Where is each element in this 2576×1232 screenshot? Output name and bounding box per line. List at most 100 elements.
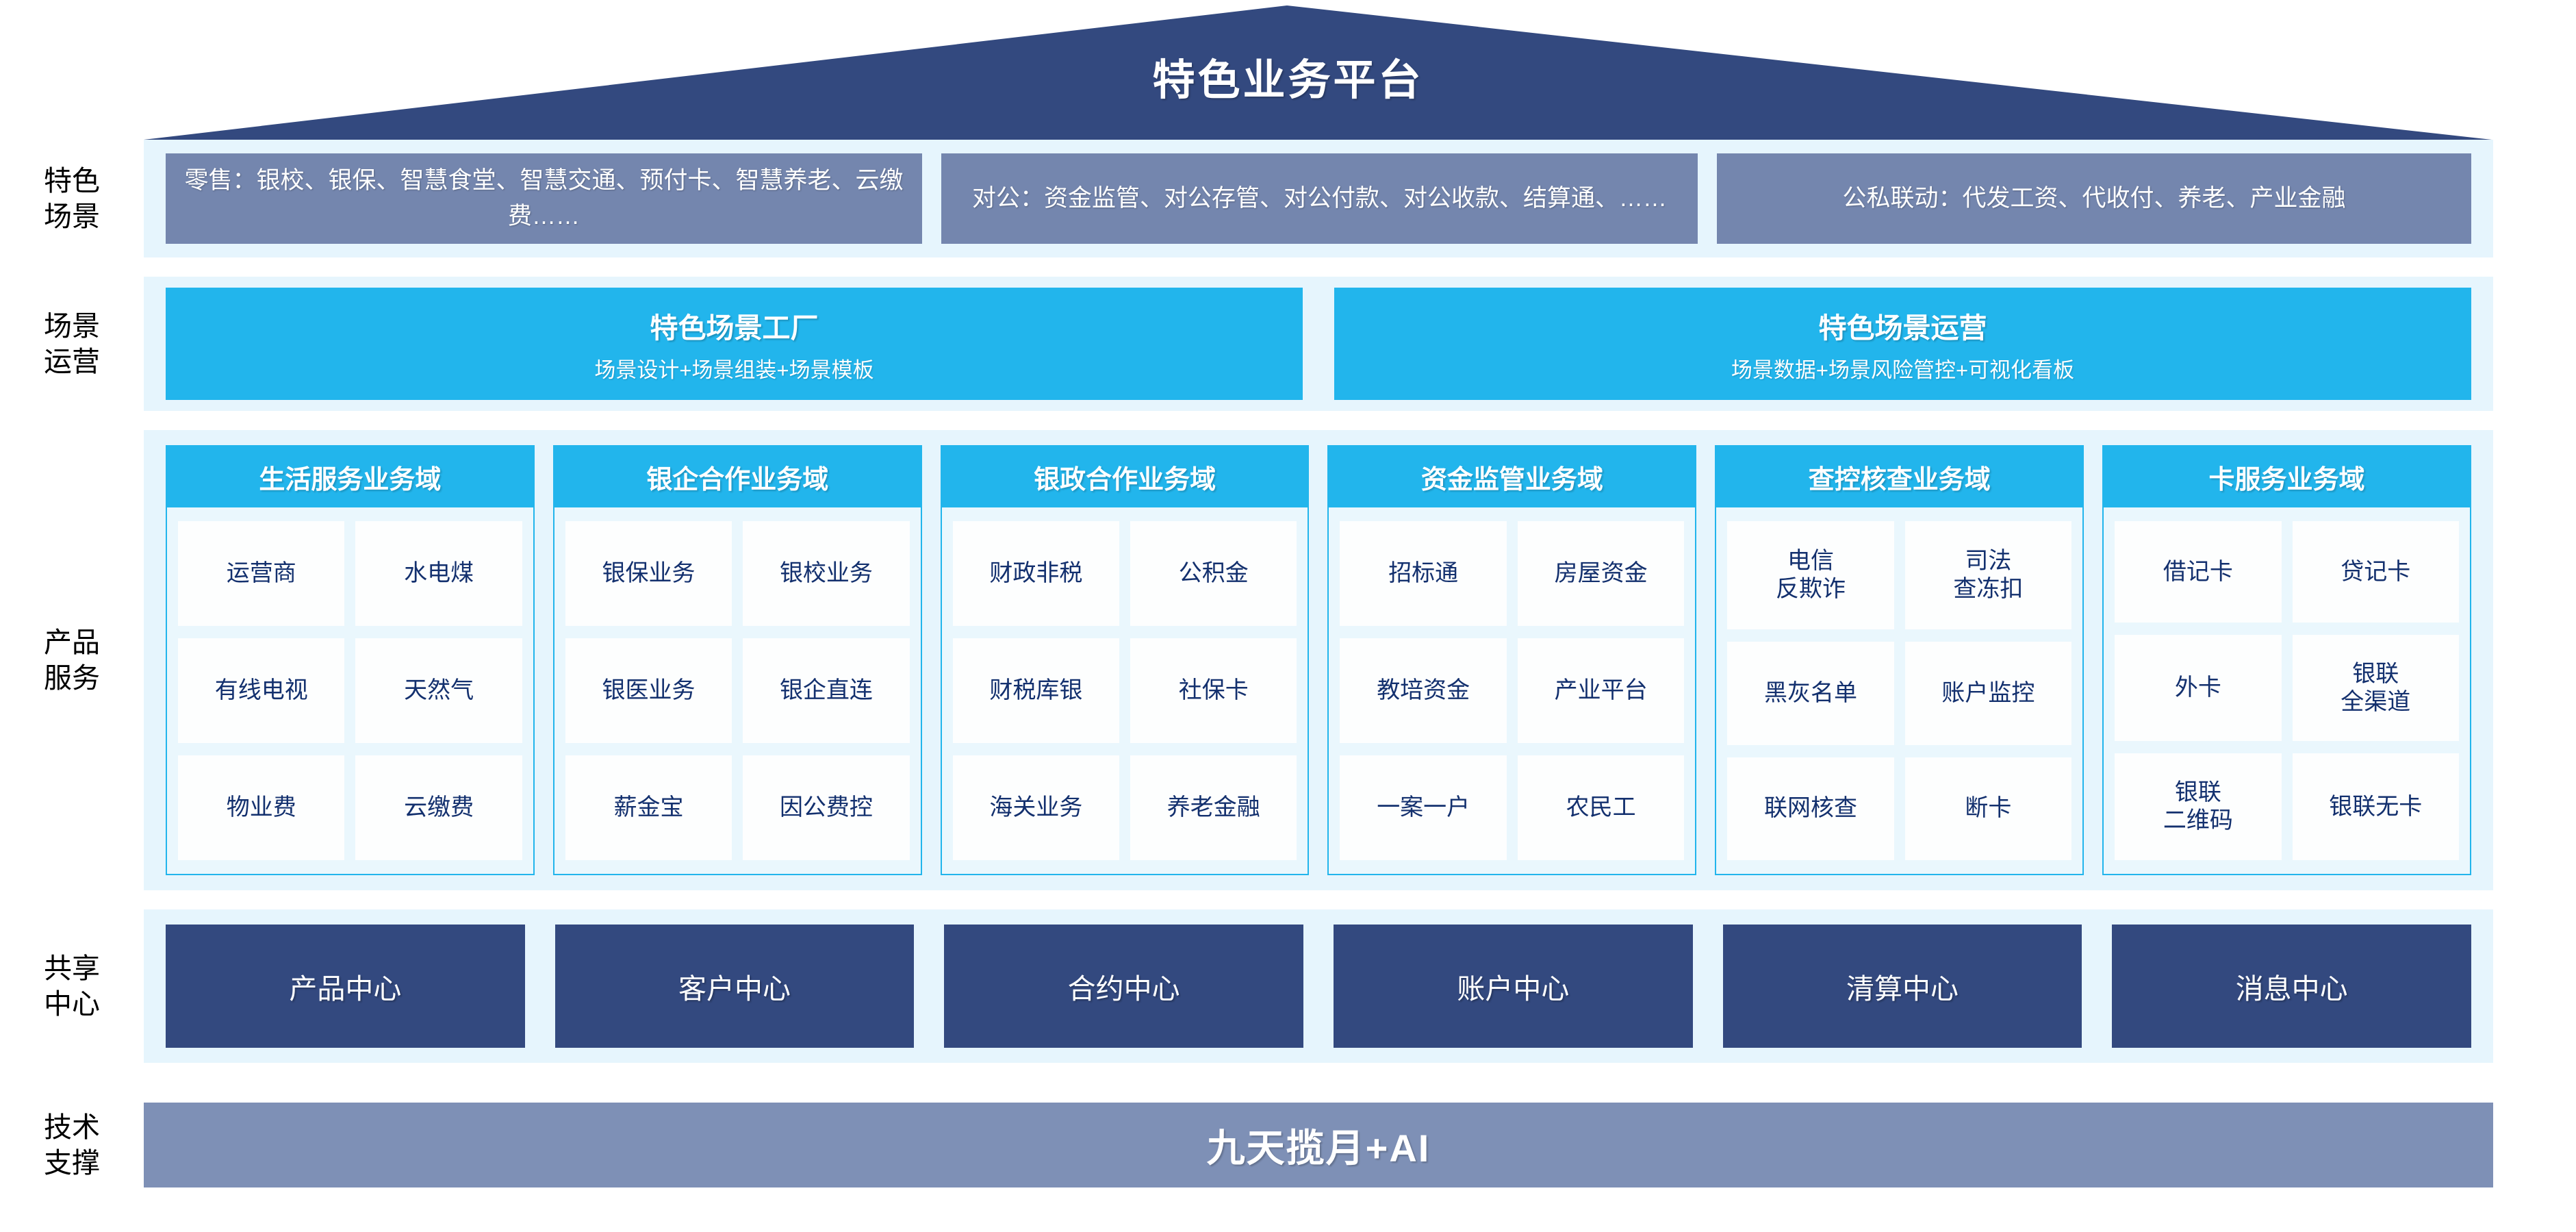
row-label-operations: 场景 运营	[0, 277, 144, 411]
domain-cell-label: 社保卡	[1178, 677, 1249, 704]
domain-cell-label: 一案一户	[1377, 794, 1470, 821]
domain-cell[interactable]: 教培资金	[1340, 638, 1507, 743]
domain-cell-label: 联网核查	[1764, 795, 1858, 822]
domain-cell[interactable]: 银校业务	[743, 521, 910, 626]
domain-cell-label: 招标通	[1388, 560, 1459, 587]
domain-cell[interactable]: 外卡	[2115, 634, 2282, 742]
shared-center-box[interactable]: 消息中心	[2112, 925, 2472, 1048]
domain-cell[interactable]: 社保卡	[1130, 638, 1297, 743]
domain-cell[interactable]: 借记卡	[2115, 521, 2282, 623]
domain-cell-label: 银保业务	[602, 560, 696, 587]
page-title: 特色业务平台	[1152, 57, 1424, 104]
domain-cell[interactable]: 公积金	[1130, 521, 1297, 626]
domain-cell-label: 水电煤	[404, 560, 474, 587]
domain-cell[interactable]: 银企直连	[743, 638, 910, 743]
row-label-scenes: 特色 场景	[0, 140, 144, 257]
domain-cell[interactable]: 水电煤	[355, 521, 522, 626]
domain-header[interactable]: 卡服务业务域	[2104, 447, 2470, 507]
domain-cell-label: 贷记卡	[2341, 558, 2411, 585]
domain-cell[interactable]: 物业费	[178, 755, 345, 860]
domain-cell[interactable]: 银联二维码	[2115, 753, 2282, 860]
scenes-panel: 零售：银校、银保、智慧食堂、智慧交通、预付卡、智慧养老、云缴费…… 对公：资金监…	[144, 140, 2493, 257]
row-label-operations-line2: 运营	[44, 346, 100, 377]
operations-subtitle-scene-operation: 场景数据+场景风险管控+可视化看板	[1731, 357, 2075, 382]
row-label-products: 产品 服务	[0, 430, 144, 890]
operations-box-scene-operation[interactable]: 特色场景运营 场景数据+场景风险管控+可视化看板	[1334, 288, 2471, 400]
scene-box-corporate[interactable]: 对公：资金监管、对公存管、对公付款、对公收款、结算通、……	[941, 153, 1698, 244]
domain-cell[interactable]: 养老金融	[1130, 755, 1297, 860]
domain-cell-label: 养老金融	[1166, 794, 1260, 821]
domain-cell[interactable]: 联网核查	[1727, 757, 1894, 860]
operations-subtitle-scene-factory: 场景设计+场景组装+场景模板	[594, 357, 874, 382]
domain-cell-label: 农民工	[1566, 794, 1636, 821]
platform-title-banner: 特色业务平台	[0, 0, 2576, 140]
domain-header[interactable]: 查控核查业务域	[1716, 447, 2083, 507]
domain-cell[interactable]: 银保业务	[565, 521, 732, 626]
row-label-operations-line1: 场景	[44, 310, 100, 342]
domain-cell[interactable]: 产业平台	[1517, 638, 1685, 743]
domain-cell[interactable]: 招标通	[1340, 521, 1507, 626]
operations-panel: 特色场景工厂 场景设计+场景组装+场景模板 特色场景运营 场景数据+场景风险管控…	[144, 277, 2493, 411]
domain-cell[interactable]: 贷记卡	[2292, 521, 2459, 623]
domain-cell[interactable]: 农民工	[1517, 755, 1685, 860]
domain-header[interactable]: 银企合作业务域	[554, 447, 921, 507]
domain-header[interactable]: 银政合作业务域	[941, 447, 1308, 507]
domain-cell-label: 海关业务	[989, 794, 1083, 821]
domain-cell[interactable]: 银联无卡	[2292, 753, 2459, 860]
shared-center-box[interactable]: 产品中心	[166, 925, 525, 1048]
domain-cell-label: 运营商	[226, 560, 296, 587]
domain-cell-label: 物业费	[226, 794, 296, 821]
shared-center-box[interactable]: 客户中心	[554, 925, 915, 1048]
domain-cell[interactable]: 司法查冻扣	[1904, 521, 2072, 630]
domain-cell[interactable]: 海关业务	[952, 755, 1120, 860]
scene-box-retail[interactable]: 零售：银校、银保、智慧食堂、智慧交通、预付卡、智慧养老、云缴费……	[166, 153, 922, 244]
tech-support-bar[interactable]: 九天揽月+AI	[144, 1103, 2493, 1187]
domain-cell[interactable]: 云缴费	[355, 755, 522, 860]
domain-cell-label: 房屋资金	[1554, 560, 1648, 587]
domain-cell-label: 薪金宝	[613, 794, 684, 821]
shared-center-box[interactable]: 合约中心	[944, 925, 1304, 1048]
row-label-tech-line2: 支撑	[44, 1147, 100, 1179]
row-label-centers: 共享 中心	[0, 909, 144, 1063]
domain-cell[interactable]: 银联全渠道	[2292, 634, 2459, 742]
domain-column: 资金监管业务域招标通 房屋资金教培资金 产业平台一案一户 农民工	[1327, 445, 1697, 875]
domain-cell-label: 产业平台	[1554, 677, 1648, 704]
domain-cell[interactable]: 天然气	[355, 638, 522, 743]
domain-cell-label: 银医业务	[602, 677, 696, 704]
domain-cell-grid: 运营商 水电煤有线电视 天然气物业费 云缴费	[167, 507, 533, 874]
domain-cell[interactable]: 断卡	[1904, 757, 2072, 860]
domain-cell-label: 账户监控	[1941, 679, 2035, 706]
domain-header[interactable]: 资金监管业务域	[1329, 447, 1696, 507]
domain-cell-label: 天然气	[404, 677, 474, 704]
domain-cell[interactable]: 财税库银	[952, 638, 1120, 743]
domain-cell-grid: 电信反欺诈 司法查冻扣黑灰名单 账户监控联网核查 断卡	[1716, 507, 2082, 874]
domain-cell-grid: 招标通 房屋资金教培资金 产业平台一案一户 农民工	[1329, 507, 1695, 874]
row-label-scenes-line1: 特色	[44, 164, 100, 197]
domain-cell[interactable]: 黑灰名单	[1727, 642, 1894, 745]
domain-cell-label: 电信反欺诈	[1776, 548, 1846, 603]
domain-cell[interactable]: 一案一户	[1340, 755, 1507, 860]
domain-cell-label: 有线电视	[214, 677, 308, 704]
domain-cell[interactable]: 薪金宝	[565, 755, 732, 860]
operations-title-scene-factory: 特色场景工厂	[650, 312, 819, 344]
domain-cell[interactable]: 因公费控	[743, 755, 910, 860]
domain-cell-label: 财税库银	[989, 677, 1083, 704]
domain-cell[interactable]: 运营商	[178, 521, 345, 626]
domain-cell[interactable]: 银医业务	[565, 638, 732, 743]
domain-cell-label: 银联全渠道	[2341, 660, 2411, 715]
centers-panel: 产品中心客户中心合约中心账户中心清算中心消息中心	[144, 909, 2493, 1063]
domain-column: 银政合作业务域财政非税公积金财税库银 社保卡海关业务 养老金融	[940, 445, 1310, 875]
row-label-tech: 技术 支撑	[0, 1090, 144, 1200]
domain-cell[interactable]: 房屋资金	[1517, 521, 1685, 626]
shared-center-box[interactable]: 清算中心	[1722, 925, 2082, 1048]
domain-cell[interactable]: 电信反欺诈	[1727, 521, 1894, 630]
domain-cell[interactable]: 有线电视	[178, 638, 345, 743]
scene-box-public-private[interactable]: 公私联动：代发工资、代收付、养老、产业金融	[1717, 153, 2471, 244]
operations-box-scene-factory[interactable]: 特色场景工厂 场景设计+场景组装+场景模板	[166, 288, 1303, 400]
domain-header[interactable]: 生活服务业务域	[167, 447, 533, 507]
shared-center-box[interactable]: 账户中心	[1334, 925, 1693, 1048]
domain-cell[interactable]: 财政非税	[952, 521, 1120, 626]
domain-cell-grid: 借记卡 贷记卡外卡 银联全渠道银联二维码银联无卡	[2104, 507, 2470, 874]
domain-cell[interactable]: 账户监控	[1904, 642, 2072, 745]
